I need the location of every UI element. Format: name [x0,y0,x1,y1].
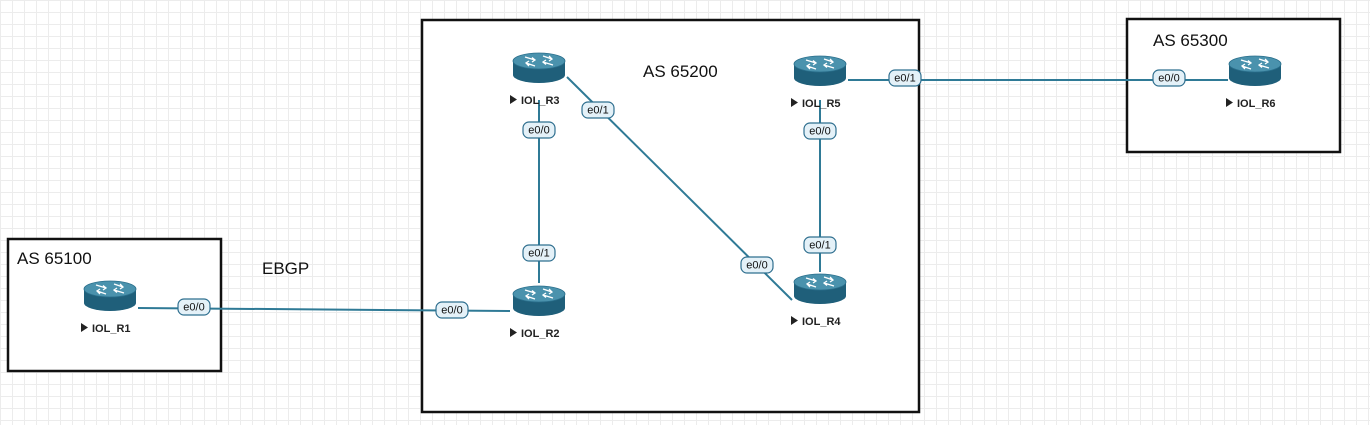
port-badge[interactable]: e0/0 [1152,69,1186,87]
node-r2[interactable]: IOL_R2 [510,285,566,340]
as-area-label: AS 65300 [1153,31,1228,50]
port-badge[interactable]: e0/1 [803,236,837,254]
router-icon[interactable] [512,52,566,83]
port-badge[interactable]: e0/0 [522,121,556,139]
router-icon[interactable] [512,285,566,316]
router-icon[interactable] [1228,55,1282,86]
play-icon[interactable] [791,98,798,107]
play-icon[interactable] [1226,98,1233,107]
ebgp-label: EBGP [262,259,309,278]
port-badge[interactable]: e0/0 [740,256,774,274]
router-icon[interactable] [793,55,847,86]
port-label: e0/0 [183,302,204,314]
play-icon[interactable] [510,95,517,104]
play-icon[interactable] [791,316,798,325]
port-badge[interactable]: e0/1 [888,69,922,87]
play-icon[interactable] [510,328,517,337]
node-label: IOL_R4 [802,316,841,328]
node-label: IOL_R1 [92,323,131,335]
node-r6[interactable]: IOL_R6 [1226,55,1282,110]
as-area-65200: AS 65200 [420,18,921,414]
port-label: e0/0 [1158,73,1179,85]
node-label: IOL_R3 [521,95,560,107]
port-badge[interactable]: e0/1 [581,101,615,119]
as-area-label: AS 65100 [17,249,92,268]
node-r4[interactable]: IOL_R4 [791,273,847,328]
port-badge[interactable]: e0/0 [177,298,211,316]
play-icon[interactable] [81,323,88,332]
router-icon[interactable] [83,280,137,311]
port-label: e0/1 [809,240,830,252]
port-label: e0/0 [528,125,549,137]
node-r1[interactable]: IOL_R1 [81,280,137,335]
as-area-box[interactable] [420,18,921,414]
port-label: e0/0 [746,260,767,272]
node-label: IOL_R5 [802,98,841,110]
node-r5[interactable]: IOL_R5 [791,55,847,110]
node-r3[interactable]: IOL_R3 [510,52,566,107]
as-area-label: AS 65200 [643,62,718,81]
port-label: e0/1 [587,105,608,117]
port-badge[interactable]: e0/0 [435,301,469,319]
port-label: e0/1 [894,73,915,85]
port-label: e0/0 [441,305,462,317]
node-label: IOL_R6 [1237,98,1276,110]
port-badge[interactable]: e0/0 [803,122,837,140]
port-label: e0/1 [528,248,549,260]
port-label: e0/0 [809,126,830,138]
node-label: IOL_R2 [521,328,560,340]
router-icon[interactable] [793,273,847,304]
port-badge[interactable]: e0/1 [522,244,556,262]
